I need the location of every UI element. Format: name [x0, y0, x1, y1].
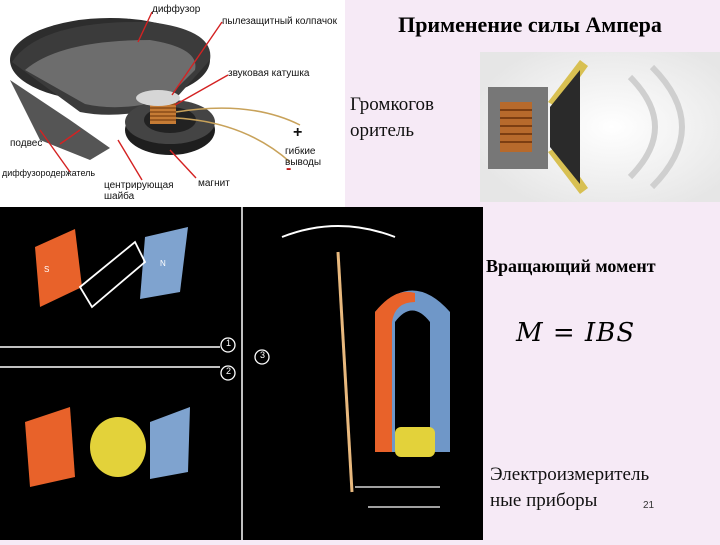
- speaker-coil-photo: [480, 52, 720, 202]
- label-minus: -: [286, 160, 292, 177]
- speaker-coil-illustration: [480, 52, 720, 202]
- label-dust-cap: пылезащитный колпачок: [222, 16, 337, 27]
- torque-formula: M = IBS: [516, 318, 636, 348]
- horseshoe-magnet-orange: [375, 291, 415, 452]
- label-flex-leads: гибкие выводы: [285, 146, 322, 168]
- pole-n-label: N: [160, 259, 166, 268]
- label-diffuser-holder: диффузородержатель: [2, 168, 96, 178]
- meter-illustrations: [0, 207, 450, 540]
- marker-3: 3: [259, 350, 265, 360]
- slide-title: Применение силы Ампера: [398, 12, 662, 37]
- marker-2: 2: [225, 366, 231, 376]
- label-magnet: магнит: [198, 178, 230, 189]
- pole-s-label: S: [44, 265, 50, 274]
- flex-lead-1: [175, 107, 301, 126]
- basket-left: [10, 80, 110, 160]
- cone-strut-bottom: [548, 146, 588, 194]
- label-diffuser: диффузор: [152, 4, 201, 15]
- speaker-illustration: [10, 11, 301, 181]
- meter-needle: [336, 251, 354, 493]
- coil-cylinder: [90, 417, 146, 477]
- cone-strut-top: [548, 60, 588, 108]
- coil-loop: [78, 240, 147, 309]
- magnet-n-top: [140, 227, 188, 299]
- label-plus: +: [293, 124, 303, 141]
- page-number: 21: [643, 500, 655, 511]
- horseshoe-magnet-blue: [375, 290, 450, 452]
- cone-profile: [550, 70, 580, 184]
- flex-lead-2: [175, 117, 291, 163]
- label-voice-coil: звуковая катушка: [228, 68, 310, 79]
- label-suspension: подвес: [10, 138, 43, 149]
- loudspeaker-label: Громкогов оритель: [350, 94, 435, 141]
- magnet-s-bottom: [25, 407, 75, 487]
- magnet-s-top: [35, 229, 82, 307]
- torque-label: Вращающий момент: [486, 256, 656, 276]
- lead-wires: [355, 486, 440, 508]
- sound-waves: [627, 64, 685, 190]
- label-pointers: [39, 11, 229, 181]
- label-centering-washer: центрирующая шайба: [104, 180, 174, 202]
- dust-cap: [136, 90, 180, 106]
- meter-scale: [281, 225, 396, 238]
- marker-1: 1: [225, 338, 231, 348]
- speaker-cutaway-diagram: диффузор пылезащитный колпачок звуковая …: [0, 0, 345, 207]
- meter-label: Электроизмеритель ные приборы: [490, 464, 650, 511]
- meter-illustration-panel: 1 2 3 S N: [0, 207, 483, 540]
- magnet-n-bottom: [150, 407, 190, 479]
- meter-coil: [395, 427, 435, 457]
